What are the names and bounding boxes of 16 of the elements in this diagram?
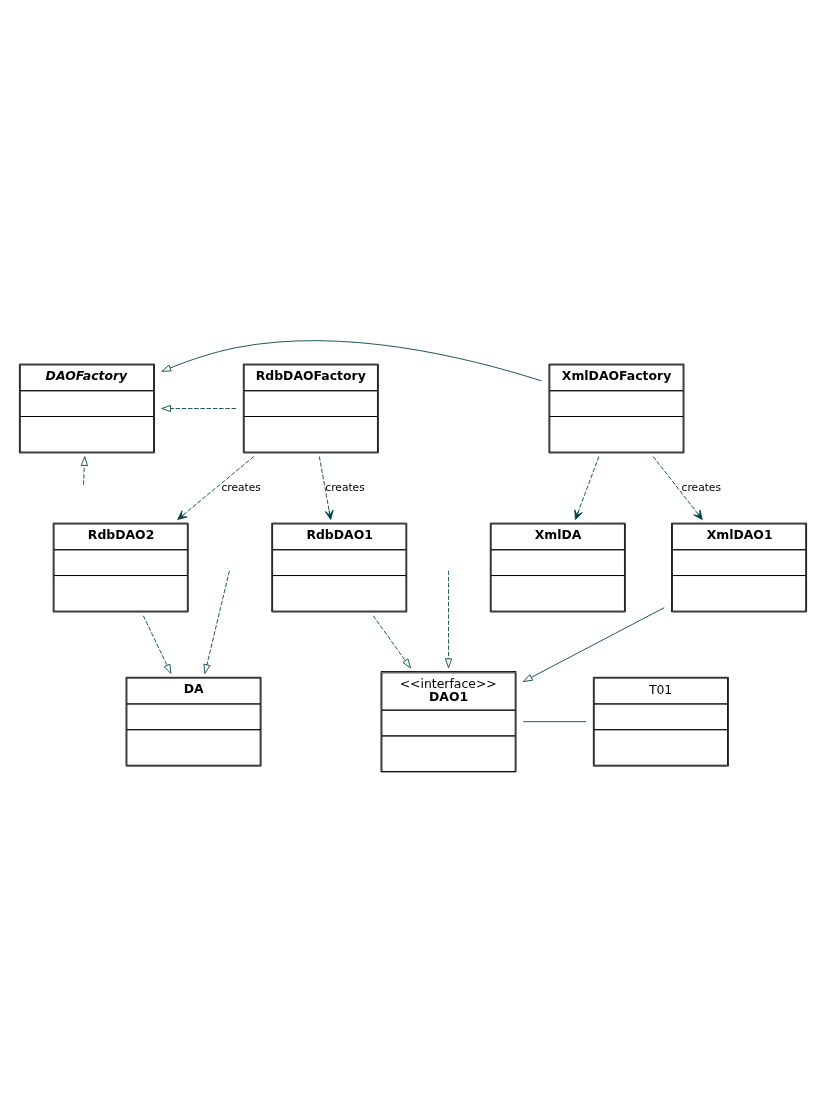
arrow	[142, 614, 172, 674]
arrow	[203, 569, 230, 674]
arrow	[161, 339, 542, 381]
arrow	[80, 455, 88, 485]
arrow	[161, 404, 237, 412]
arrow	[574, 455, 600, 520]
arrow	[522, 606, 665, 682]
arrow	[318, 455, 334, 520]
edge-label: creates	[325, 480, 365, 494]
arrow	[372, 614, 412, 668]
edge-label: creates	[681, 480, 721, 494]
edge-label: creates	[221, 480, 261, 494]
arrow	[445, 569, 453, 668]
arrow	[177, 455, 255, 520]
arrow	[652, 455, 703, 520]
connector	[522, 720, 587, 722]
